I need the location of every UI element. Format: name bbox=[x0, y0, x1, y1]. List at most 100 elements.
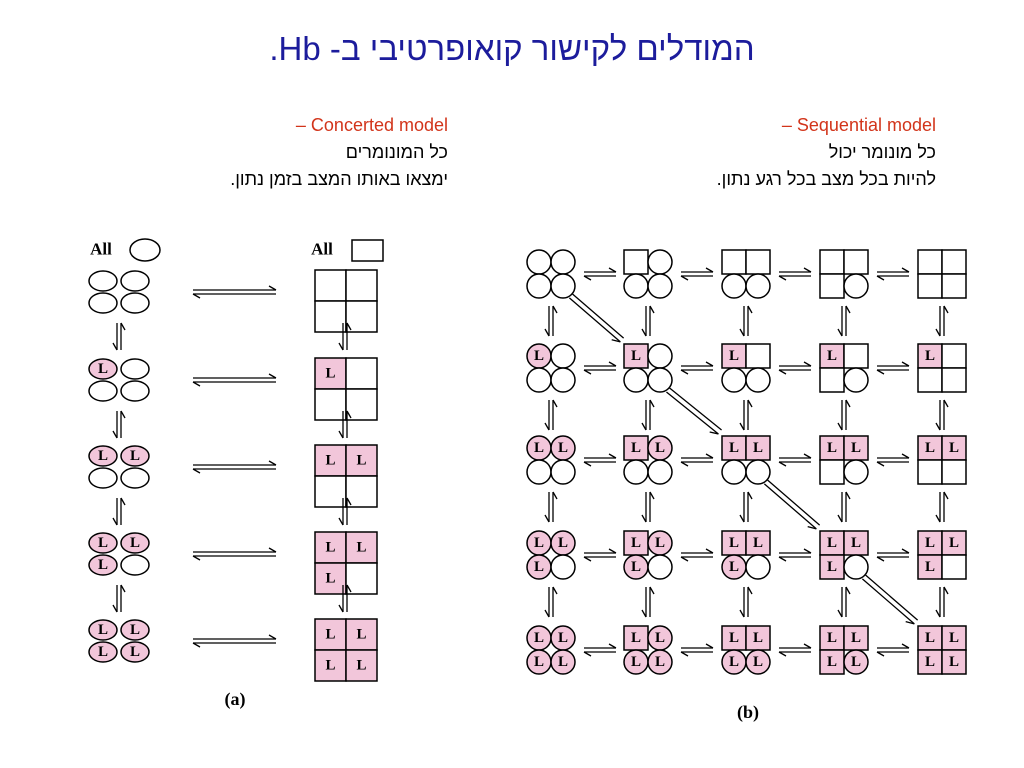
subunit-circle bbox=[843, 649, 869, 675]
concerted-relaxed-state bbox=[314, 269, 378, 333]
equilibrium-arrow-head bbox=[641, 422, 647, 431]
concerted-model-line-1: כל המונומרים bbox=[345, 142, 448, 162]
subunit-circle bbox=[526, 273, 552, 299]
subunit-square bbox=[623, 530, 649, 556]
equilibrium-arrow-head bbox=[338, 342, 344, 351]
subunit-square bbox=[721, 343, 747, 369]
equilibrium-arrow-head bbox=[641, 328, 647, 337]
sequential-state bbox=[917, 249, 967, 299]
equilibrium-arrow-head bbox=[583, 556, 592, 562]
subunit-circle bbox=[526, 367, 552, 393]
ligand-label: L bbox=[753, 535, 763, 551]
ligand-label: L bbox=[98, 535, 108, 551]
sequential-diagram-caption: (b) bbox=[737, 702, 759, 723]
equilibrium-arrow-head bbox=[943, 399, 949, 408]
subunit-square bbox=[314, 300, 347, 333]
ligand-label: L bbox=[356, 453, 366, 469]
subunit-square bbox=[745, 435, 771, 461]
equilibrium-arrow-head bbox=[192, 293, 201, 299]
equilibrium-arrow-head bbox=[739, 609, 745, 618]
equilibrium-arrow-head bbox=[641, 609, 647, 618]
subunit-circle bbox=[647, 459, 673, 485]
ligand-label: L bbox=[534, 559, 544, 575]
equilibrium-arrow-head bbox=[268, 285, 277, 291]
subunit-ellipse bbox=[120, 467, 150, 489]
diagonal-arrow-head bbox=[807, 526, 817, 530]
equilibrium-arrow-head bbox=[112, 430, 118, 439]
equilibrium-arrow-head bbox=[935, 328, 941, 337]
subunit-square bbox=[819, 343, 845, 369]
equilibrium-arrow-head bbox=[935, 514, 941, 523]
ligand-label: L bbox=[729, 348, 739, 364]
subunit-ellipse bbox=[120, 292, 150, 314]
subunit-ellipse bbox=[120, 532, 150, 554]
sequential-state: L bbox=[721, 343, 771, 393]
equilibrium-arrow-head bbox=[876, 275, 885, 281]
equilibrium-arrow-head bbox=[705, 267, 714, 273]
sequential-state: L bbox=[819, 343, 869, 393]
concerted-diagram-caption: (a) bbox=[225, 689, 246, 710]
equilibrium-arrow-head bbox=[192, 642, 201, 648]
diagonal-arrow bbox=[568, 297, 621, 343]
ligand-label: L bbox=[655, 535, 665, 551]
ligand-label: L bbox=[558, 630, 568, 646]
subunit-circle bbox=[623, 367, 649, 393]
diagonal-arrow bbox=[669, 387, 722, 431]
equilibrium-arrow-head bbox=[120, 410, 126, 419]
ligand-label: L bbox=[949, 654, 959, 670]
subunit-square bbox=[941, 649, 967, 675]
subunit-circle bbox=[647, 554, 673, 580]
subunit-ellipse bbox=[120, 619, 150, 641]
equilibrium-arrow-head bbox=[608, 643, 617, 649]
subunit-ellipse bbox=[88, 532, 118, 554]
equilibrium-arrow-head bbox=[680, 651, 689, 657]
equilibrium-arrow-head bbox=[778, 275, 787, 281]
equilibrium-arrow-head bbox=[583, 275, 592, 281]
subunit-square bbox=[314, 475, 347, 508]
subunit-square bbox=[345, 300, 378, 333]
equilibrium-arrow-head bbox=[192, 381, 201, 387]
equilibrium-arrow-head bbox=[552, 399, 558, 408]
ligand-label: L bbox=[558, 654, 568, 670]
subunit-circle bbox=[647, 273, 673, 299]
ligand-label: L bbox=[729, 440, 739, 456]
ligand-label: L bbox=[949, 630, 959, 646]
equilibrium-arrow-head bbox=[876, 369, 885, 375]
diagonal-arrow bbox=[865, 574, 919, 621]
subunit-square bbox=[314, 388, 347, 421]
equilibrium-arrow-head bbox=[943, 491, 949, 500]
diagonal-arrow bbox=[572, 293, 625, 339]
equilibrium-arrow-head bbox=[112, 517, 118, 526]
subunit-square bbox=[721, 435, 747, 461]
subunit-ellipse bbox=[120, 554, 150, 576]
equilibrium-arrow-head bbox=[552, 586, 558, 595]
equilibrium-arrow-head bbox=[608, 548, 617, 554]
ligand-label: L bbox=[851, 654, 861, 670]
subunit-square bbox=[941, 554, 967, 580]
ligand-label: L bbox=[729, 654, 739, 670]
ligand-label: L bbox=[827, 535, 837, 551]
subunit-square bbox=[314, 444, 347, 477]
subunit-square bbox=[721, 530, 747, 556]
equilibrium-arrow-head bbox=[778, 369, 787, 375]
equilibrium-arrow-head bbox=[901, 548, 910, 554]
diagonal-arrow-head bbox=[905, 621, 915, 625]
ligand-label: L bbox=[827, 348, 837, 364]
ligand-label: L bbox=[534, 348, 544, 364]
ligand-label: L bbox=[558, 440, 568, 456]
sequential-model-line-2: להיות בכל מצב בכל רגע נתון. bbox=[716, 169, 936, 189]
subunit-square bbox=[345, 357, 378, 390]
ligand-label: L bbox=[925, 630, 935, 646]
ligand-label: L bbox=[325, 366, 335, 382]
equilibrium-arrow-head bbox=[112, 604, 118, 613]
concerted-arrow bbox=[192, 285, 277, 299]
subunit-circle bbox=[745, 649, 771, 675]
subunit-circle bbox=[526, 459, 552, 485]
ligand-label: L bbox=[729, 559, 739, 575]
